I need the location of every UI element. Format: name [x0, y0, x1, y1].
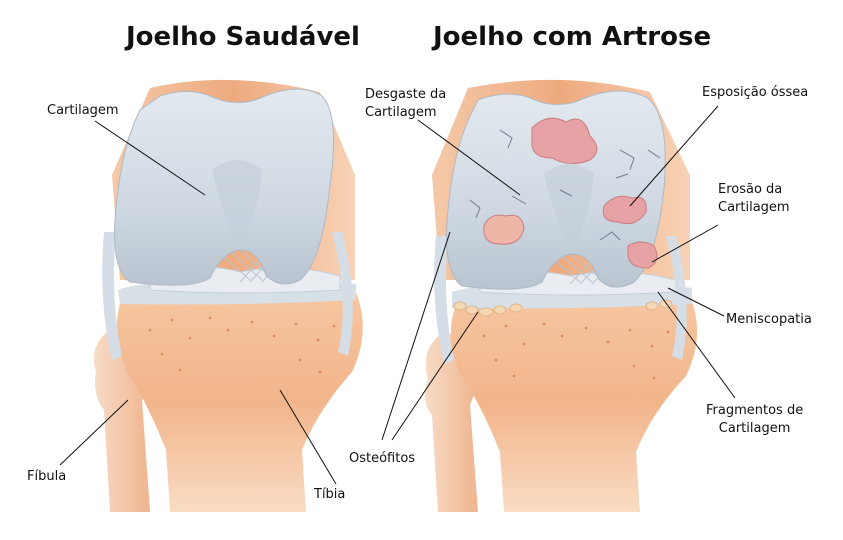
arthrosis-knee-title: Joelho com Artrose: [433, 22, 712, 52]
leader-lines: [59, 105, 736, 485]
label-cartilage-erosion-line1: Erosão da: [718, 182, 783, 197]
label-tibia: Tíbia: [314, 486, 345, 504]
leader-cartilage-erosion: [651, 224, 719, 263]
arthrosis-knee: [424, 79, 698, 512]
label-cartilage-erosion-line2: Cartilagem: [718, 200, 790, 215]
healthy-knee: [93, 79, 363, 512]
healthy-knee-title: Joelho Saudável: [126, 22, 360, 52]
leader-cartilage-wear: [417, 119, 521, 196]
leader-fibula: [59, 399, 129, 466]
cartilage-cracks: [469, 129, 661, 241]
lesion-right: [602, 195, 647, 225]
arthrosis-tibia: [450, 296, 698, 512]
leader-osteophytes-b: [391, 311, 479, 441]
label-cartilage-wear-line2: Cartilagem: [365, 105, 437, 120]
arthrosis-medial-ligament: [434, 236, 454, 364]
leader-tibia: [279, 389, 337, 485]
label-fibula-text: Fíbula: [27, 469, 67, 484]
label-osteophytes-text: Osteófitos: [349, 451, 416, 466]
healthy-tibia: [116, 290, 363, 512]
label-cartilage-fragments-line2: Cartilagem: [718, 421, 791, 436]
label-osteophytes: Osteófitos: [349, 450, 415, 468]
label-cartilage-fragments-line1: Fragmentos de: [706, 403, 804, 418]
label-meniscopathy: Meniscopatia: [726, 311, 812, 329]
leader-cartilage: [94, 120, 206, 196]
arthrosis-condyle-notch: [544, 164, 594, 250]
leader-cartilage-fragments: [657, 291, 736, 399]
lesion-upper: [531, 117, 598, 164]
healthy-lateral-ligament: [332, 232, 353, 356]
label-tibia-text: Tíbia: [314, 487, 346, 502]
arthrosis-tibia-texture: [482, 322, 670, 380]
label-bone-exposure: Esposição óssea: [702, 84, 808, 102]
lesion-lower: [627, 241, 658, 269]
leader-meniscopathy: [667, 287, 725, 317]
cartilage-lesions: [483, 117, 658, 269]
label-cartilage-wear: Desgaste da Cartilagem: [365, 86, 446, 122]
label-meniscopathy-text: Meniscopatia: [726, 312, 812, 327]
healthy-medial-ligament: [102, 232, 122, 360]
healthy-condyle-notch: [212, 160, 262, 248]
label-cartilage-erosion: Erosão da Cartilagem: [718, 181, 790, 217]
label-cartilage-text: Cartilagem: [47, 103, 119, 118]
label-cartilage-wear-line1: Desgaste da: [365, 87, 447, 102]
label-bone-exposure-text: Esposição óssea: [702, 85, 809, 100]
label-cartilage-fragments: Fragmentos de Cartilagem: [706, 402, 803, 438]
arthrosis-lateral-ligament: [666, 236, 687, 360]
leader-osteophytes-a: [381, 231, 451, 441]
lesion-left: [483, 214, 525, 245]
leader-bone-exposure: [629, 105, 719, 207]
label-cartilage: Cartilagem: [47, 102, 119, 120]
healthy-tibia-texture: [148, 316, 336, 374]
label-fibula: Fíbula: [27, 468, 66, 486]
